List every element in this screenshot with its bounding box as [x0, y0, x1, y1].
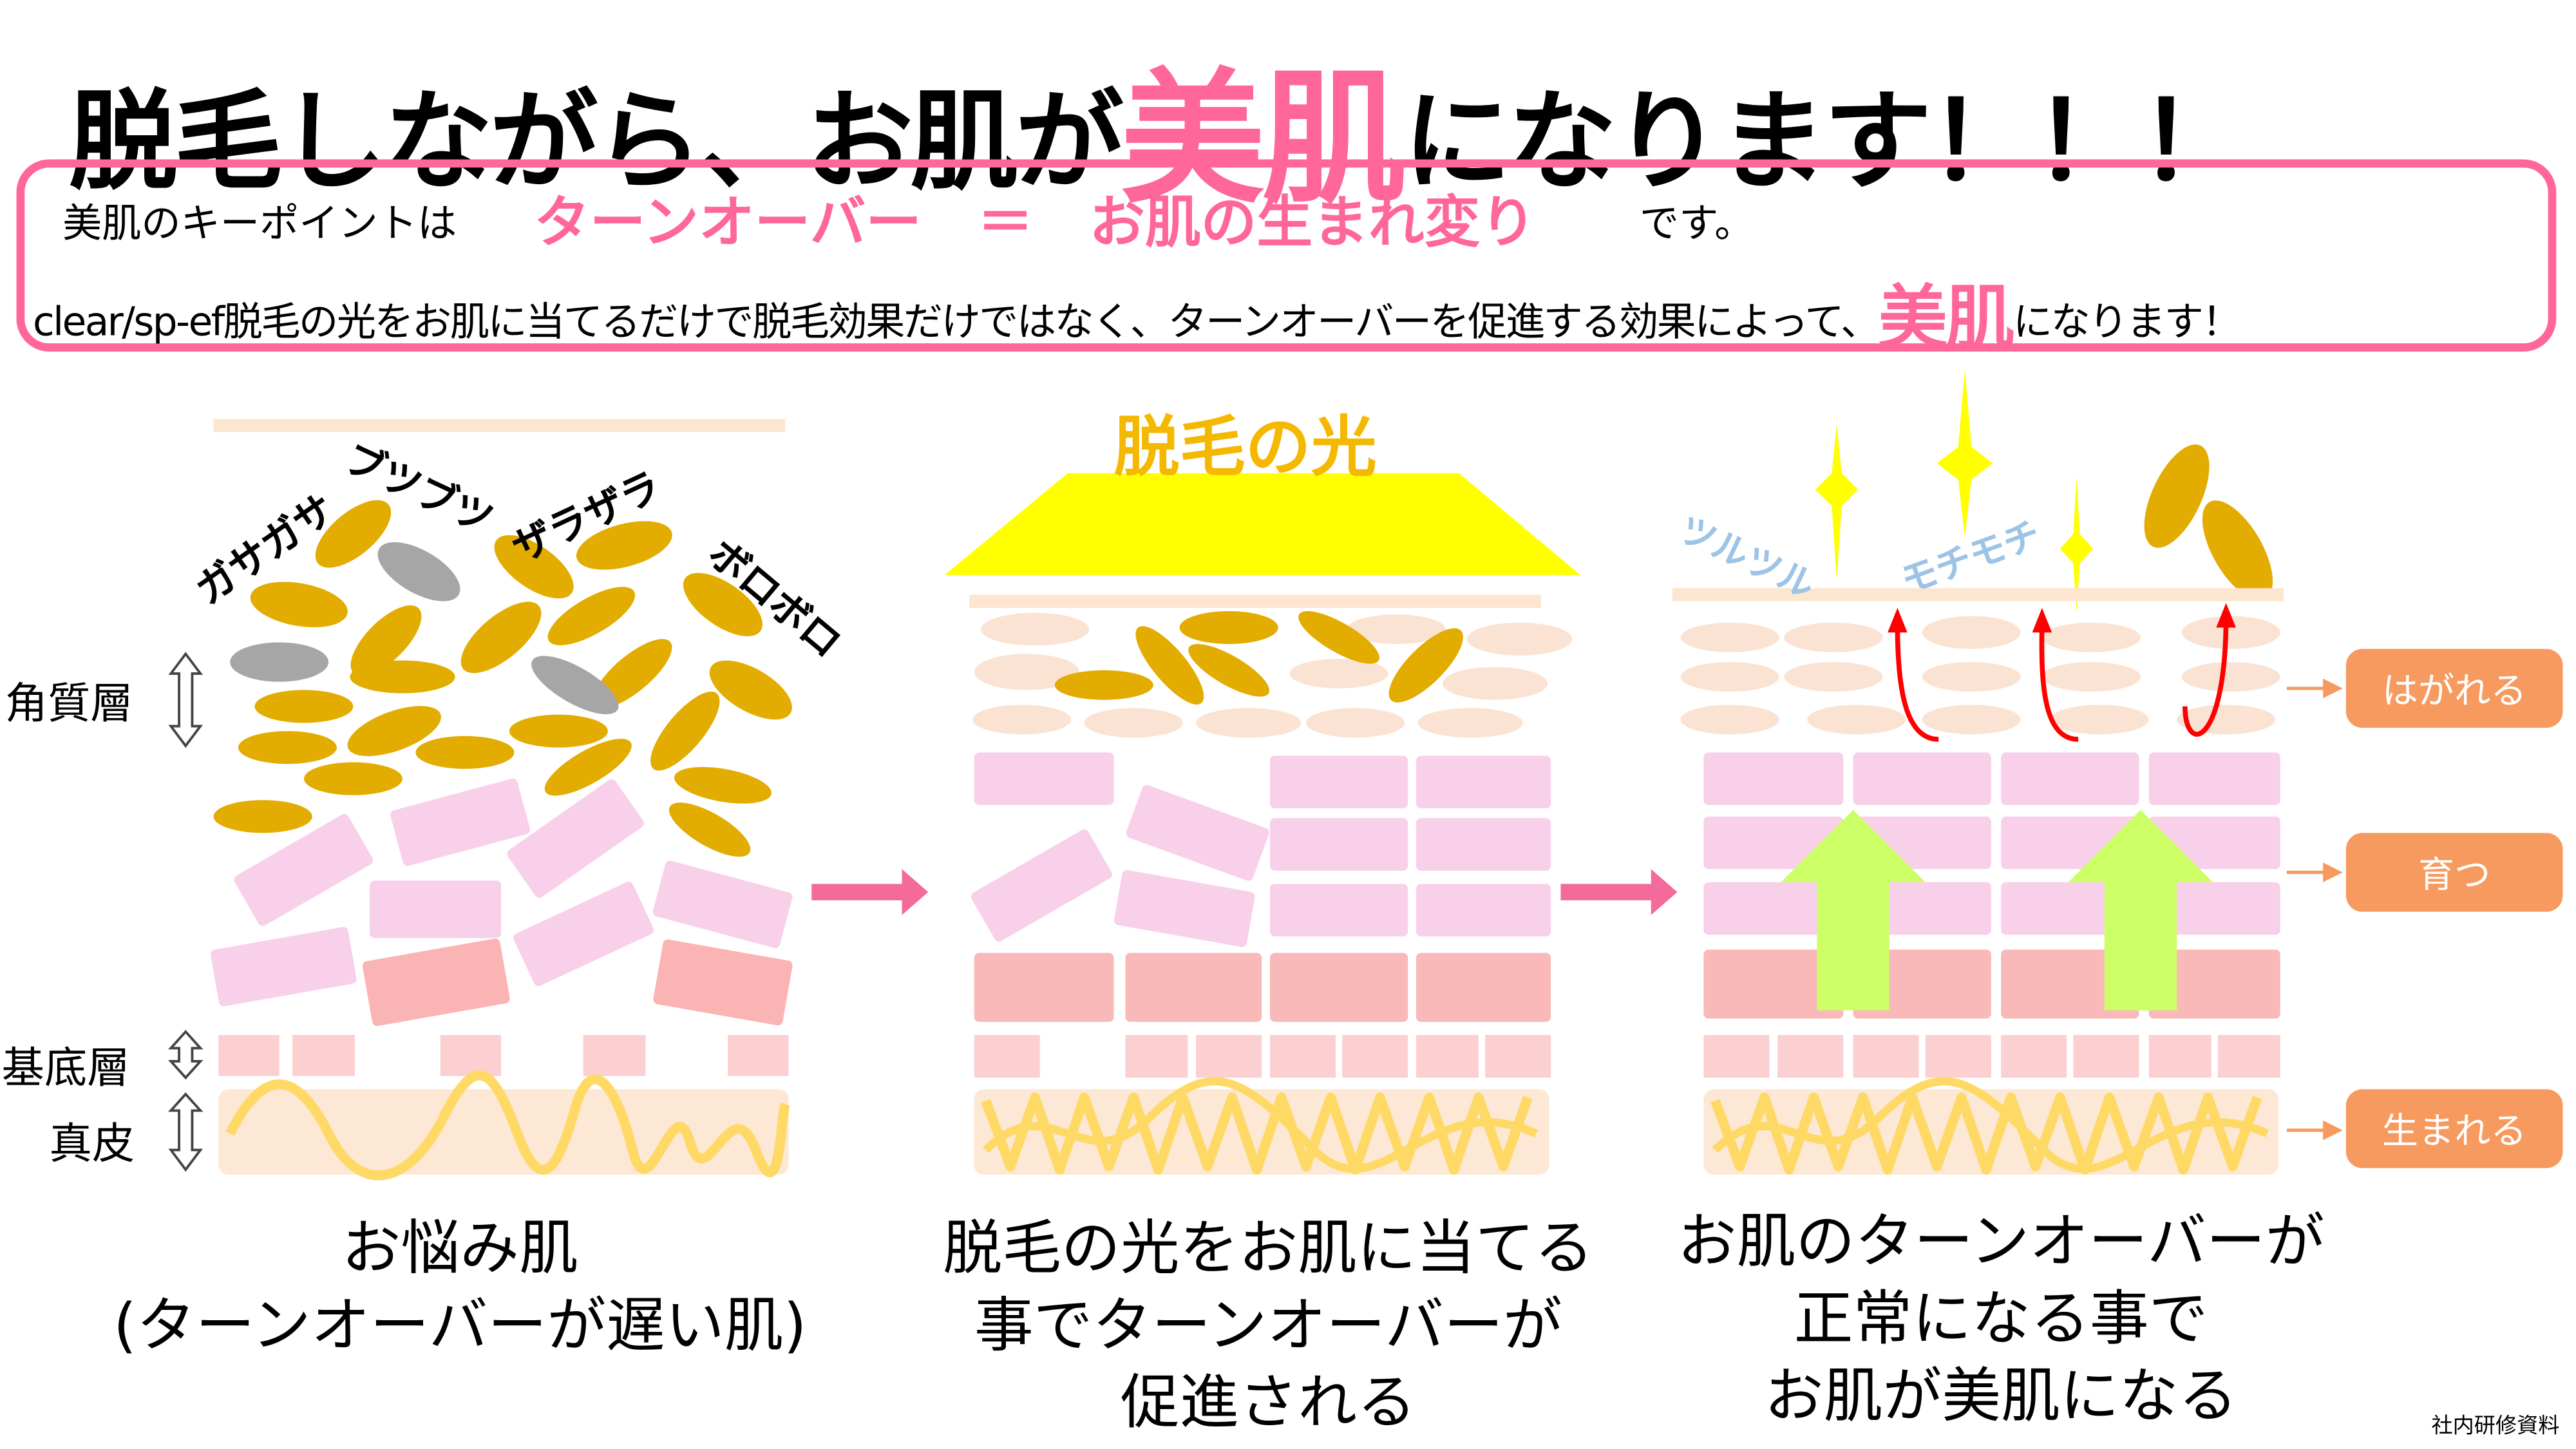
flow-arrows [811, 869, 1678, 915]
key-point-end: です。 [1639, 200, 1754, 247]
step-grow: 育つ [2345, 833, 2563, 912]
caption-troubled-skin: お悩み肌(ターンオーバーが遅い肌) [113, 1215, 807, 1361]
label-dermis: 真皮 [49, 1120, 135, 1170]
turnover-arrow-icons [1895, 616, 2229, 742]
growth-arrow-icons [1781, 810, 2213, 1010]
step-peel: はがれる [2345, 649, 2563, 728]
page-title: 脱毛しながら、お肌が美肌になります！！！ [69, 54, 2248, 223]
key-point-description: clear/sp-ef脱毛の光をお肌に当てるだけで脱毛効果だけではなく、ターンオ… [33, 278, 2241, 359]
caption-light-applied: 脱毛の光をお肌に当てる事でターンオーバーが促進される [943, 1215, 1594, 1438]
caption-healthy-skin: お肌のターンオーバーが正常になる事でお肌が美肌になる [1677, 1209, 2325, 1431]
panel-troubled-skin [210, 419, 793, 1180]
label-stratum-corneum: 角質層 [5, 680, 133, 730]
footer-note: 社内研修資料 [2431, 1414, 2560, 1439]
double-arrow-icons [168, 652, 204, 1172]
key-point-box [16, 159, 2557, 352]
sparkle-icons [1815, 369, 2093, 613]
label-basal-layer: 基底層 [1, 1045, 130, 1094]
light-label: 脱毛の光 [1113, 410, 1377, 487]
dead-cells [213, 500, 792, 857]
key-point-highlight: ターンオーバー ＝ お肌の生まれ変り [534, 190, 1537, 256]
panel-light-applied [944, 473, 1581, 1175]
panel-healthy-skin [1672, 369, 2343, 1175]
step-born: 生まれる [2345, 1089, 2563, 1168]
key-point-intro: 美肌のキーポイントは [62, 200, 457, 247]
